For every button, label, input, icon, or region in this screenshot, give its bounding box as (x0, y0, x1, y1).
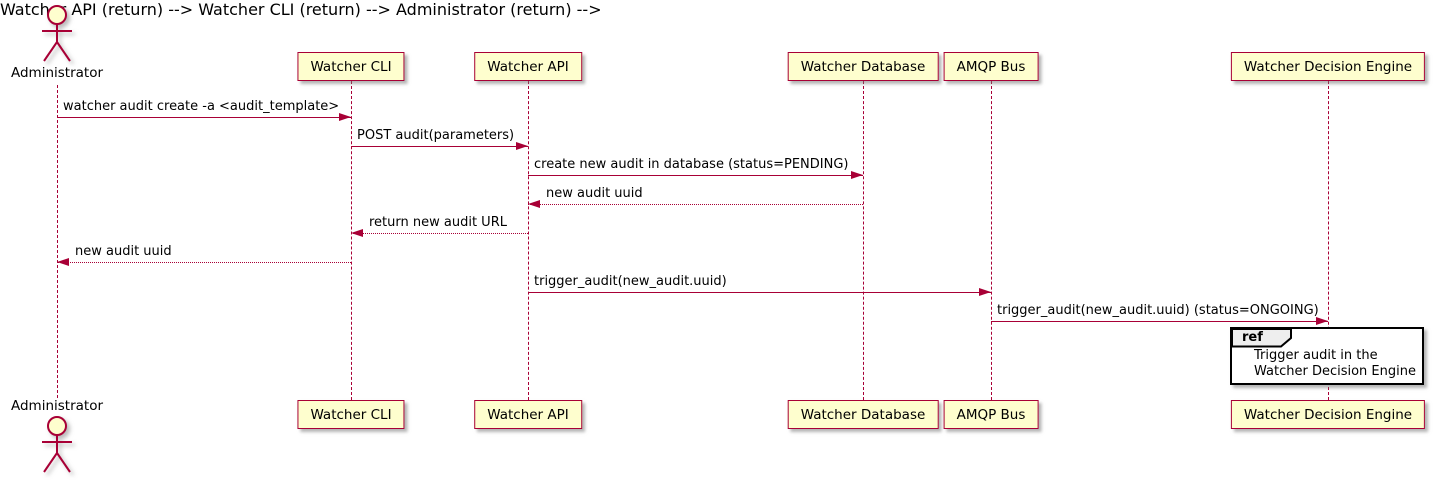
message-arrow (351, 233, 528, 234)
actor-label-bottom: Administrator (10, 398, 104, 414)
participant-bottom-amqp-bus: AMQP Bus (943, 400, 1039, 429)
lifeline-watcher-decision-engine (1328, 81, 1329, 400)
participant-bottom-watcher-cli: Watcher CLI (297, 400, 405, 429)
arrowhead-icon (516, 142, 528, 150)
lifeline-amqp-bus (991, 81, 992, 400)
ref-body-line1: Trigger audit in the (1254, 348, 1378, 363)
lifeline-watcher-api (528, 81, 529, 400)
actor-icon (42, 5, 72, 62)
arrowhead-icon (339, 113, 351, 121)
message-arrow (528, 175, 863, 176)
message-label: new audit uuid (75, 244, 172, 259)
lifeline-watcher-database (863, 81, 864, 400)
arrowhead-icon (979, 288, 991, 296)
participant-top-amqp-bus: AMQP Bus (943, 52, 1039, 81)
participant-bottom-watcher-database: Watcher Database (787, 400, 939, 429)
message-label: create new audit in database (status=PEN… (534, 157, 849, 172)
actor-icon (42, 416, 72, 473)
arrowhead-icon (57, 258, 69, 266)
ref-header-pentagon (1231, 328, 1292, 348)
message-arrow (57, 262, 351, 263)
ref-body-text: Trigger audit in the Watcher Decision En… (1254, 348, 1416, 380)
message-arrow (57, 117, 351, 118)
participant-bottom-watcher-decision-engine: Watcher Decision Engine (1230, 400, 1426, 429)
message-arrow (351, 146, 528, 147)
message-label: trigger_audit(new_audit.uuid) (534, 274, 727, 289)
participant-bottom-watcher-api: Watcher API (474, 400, 582, 429)
participant-top-watcher-cli: Watcher CLI (297, 52, 405, 81)
message-arrow (528, 204, 863, 205)
ref-fragment: ref Trigger audit in the Watcher Decisio… (1230, 327, 1424, 385)
arrowhead-icon (1316, 317, 1328, 325)
message-label: return new audit URL (369, 215, 507, 230)
message-label: trigger_audit(new_audit.uuid) (status=ON… (997, 303, 1319, 318)
participant-top-watcher-api: Watcher API (474, 52, 582, 81)
participant-top-watcher-database: Watcher Database (787, 52, 939, 81)
ref-keyword: ref (1242, 330, 1263, 345)
lifeline-administrator (57, 85, 58, 398)
arrowhead-icon (851, 171, 863, 179)
arrowhead-icon (528, 200, 540, 208)
arrowhead-icon (351, 229, 363, 237)
message-label: watcher audit create -a <audit_template> (63, 99, 340, 114)
ref-body-line2: Watcher Decision Engine (1254, 364, 1416, 379)
message-arrow (991, 321, 1328, 322)
message-arrow (528, 292, 991, 293)
message-label: new audit uuid (546, 186, 643, 201)
message-label: POST audit(parameters) (357, 128, 515, 143)
lifeline-watcher-cli (351, 81, 352, 400)
participant-top-watcher-decision-engine: Watcher Decision Engine (1230, 52, 1426, 81)
actor-label-top: Administrator (10, 65, 104, 81)
